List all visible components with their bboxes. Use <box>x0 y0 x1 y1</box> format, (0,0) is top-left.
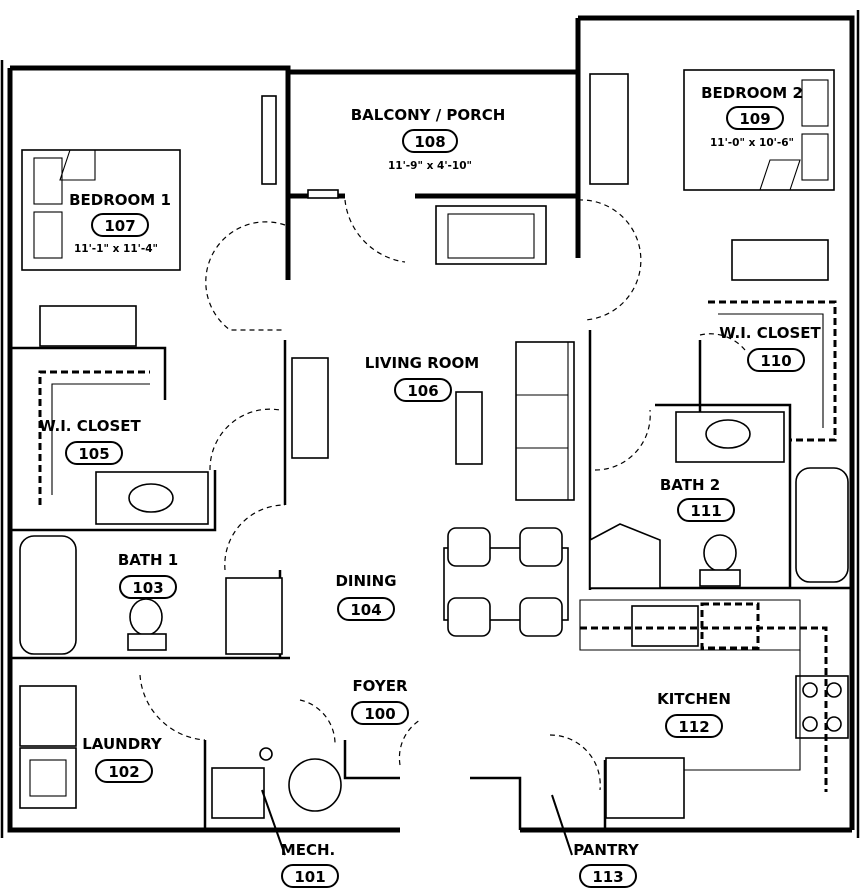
laundry <box>19 685 342 819</box>
bath2-tag <box>677 498 735 522</box>
kitchen <box>579 599 849 819</box>
washer <box>19 747 77 809</box>
bath2-number: 111 <box>690 502 721 520</box>
kitchen-number: 112 <box>678 718 709 736</box>
bedroom-2 <box>589 69 835 281</box>
mech-number: 101 <box>294 868 325 886</box>
bath2-name: BATH 2 <box>660 476 720 494</box>
bed-1 <box>21 149 181 271</box>
coffee-table <box>455 391 483 465</box>
laundry-name: LAUNDRY <box>82 735 163 753</box>
bench <box>435 205 547 265</box>
closet1-name: W.I. CLOSET <box>39 417 141 435</box>
bedroom2-number: 109 <box>739 110 770 128</box>
dining <box>443 527 569 637</box>
tub-1 <box>19 535 77 655</box>
living-tag <box>394 378 452 402</box>
closets <box>38 300 837 505</box>
interior-walls <box>12 330 852 830</box>
dining-tag <box>337 597 395 621</box>
tv-console <box>291 357 329 459</box>
closet1-tag <box>65 441 123 465</box>
toilet-2 <box>703 534 737 572</box>
closet1-number: 105 <box>78 445 109 463</box>
balcony <box>307 189 547 265</box>
living-room <box>291 341 575 501</box>
pantry-number: 113 <box>592 868 623 886</box>
room-labels: BALCONY / PORCH 108 11'-9" x 4'-10" BEDR… <box>39 84 822 888</box>
sofa <box>515 341 575 501</box>
living-name: LIVING ROOM <box>365 354 479 372</box>
bath1-name: BATH 1 <box>118 551 178 569</box>
bedroom2-name: BEDROOM 2 <box>701 84 803 102</box>
dryer <box>19 685 77 747</box>
water-heater <box>288 758 342 812</box>
closet2-tag <box>747 348 805 372</box>
closet2-number: 110 <box>760 352 791 370</box>
linen-1 <box>225 577 283 655</box>
pantry-tag <box>579 864 637 888</box>
foyer-name: FOYER <box>352 677 408 695</box>
exterior-walls <box>0 10 860 838</box>
bedroom1-size: 11'-1" x 11'-4" <box>74 243 158 255</box>
mech-unit <box>211 767 265 819</box>
foyer-tag <box>351 701 409 725</box>
dining-number: 104 <box>350 601 381 619</box>
balcony-size: 11'-9" x 4'-10" <box>388 160 472 172</box>
dresser-1 <box>39 305 137 347</box>
wardrobe-2 <box>589 73 629 185</box>
kitchen-name: KITCHEN <box>657 690 731 708</box>
balcony-number: 108 <box>414 133 445 151</box>
balcony-name: BALCONY / PORCH <box>351 106 506 124</box>
closet2-name: W.I. CLOSET <box>719 324 821 342</box>
balcony-tag <box>402 129 458 153</box>
bath1-tag <box>119 575 177 599</box>
bath-2 <box>589 411 849 589</box>
mech-leader <box>261 789 286 856</box>
laundry-tag <box>95 759 153 783</box>
dresser-2 <box>731 239 829 281</box>
bedroom1-number: 107 <box>104 217 135 235</box>
dining-name: DINING <box>335 572 396 590</box>
bedroom2-size: 11'-0" x 10'-6" <box>710 137 794 149</box>
linen-2 <box>589 523 661 589</box>
bedroom1-name: BEDROOM 1 <box>69 191 171 209</box>
wardrobe-1 <box>261 95 277 185</box>
doors <box>139 199 746 791</box>
living-number: 106 <box>407 382 438 400</box>
bath-1 <box>19 471 283 655</box>
pantry-name: PANTRY <box>573 841 640 859</box>
pantry-leader <box>551 794 573 856</box>
bedroom1-tag <box>91 213 149 237</box>
toilet-1 <box>129 598 163 636</box>
mech-tag <box>281 864 339 888</box>
sink <box>631 605 699 647</box>
bedroom-1 <box>21 95 277 347</box>
mech-name: MECH. <box>281 841 335 859</box>
refrigerator <box>605 757 685 819</box>
kitchen-tag <box>665 714 723 738</box>
foyer-number: 100 <box>364 705 395 723</box>
laundry-number: 102 <box>108 763 139 781</box>
tub-2 <box>795 467 849 583</box>
bedroom2-tag <box>726 106 784 130</box>
bath1-number: 103 <box>132 579 163 597</box>
